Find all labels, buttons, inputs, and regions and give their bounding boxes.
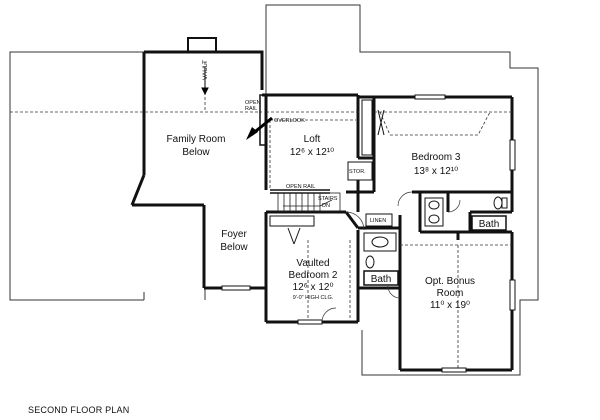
open-below-lines — [10, 62, 512, 370]
bedroom-3-label: Bedroom 3 — [412, 152, 461, 163]
foyer-label: Foyer — [221, 229, 247, 240]
bonus-room-dim: 11⁰ x 19⁰ — [430, 300, 470, 311]
stor-label: STOR. — [349, 169, 366, 175]
family-room-label: Family Room — [167, 134, 226, 145]
vault-arrow — [201, 68, 209, 96]
loft-label: Loft — [304, 134, 321, 145]
bath-1-label: Bath — [479, 219, 500, 230]
overlook-arrow — [246, 116, 273, 140]
family-room-below-label: Below — [182, 147, 210, 158]
open-rail-top-label-2: RAIL — [245, 106, 257, 112]
closet-fixtures — [269, 99, 508, 269]
overlook-label: OVERLOOK — [274, 118, 305, 124]
bath-2-label: Bath — [371, 274, 392, 285]
bedroom-2-ceiling-note: 9'-0" HIGH CLG. — [293, 295, 334, 301]
open-rail-bottom-label: OPEN RAIL — [286, 184, 315, 190]
bedroom-2-label: Bedroom 2 — [289, 270, 338, 281]
linen-label: LINEN — [370, 218, 386, 224]
bath-2-box — [363, 270, 399, 286]
plan-caption: SECOND FLOOR PLAN — [28, 405, 129, 415]
bonus-room-label: Opt. Bonus — [425, 276, 475, 287]
stairs-dn-label: DN — [322, 203, 330, 209]
loft-dim: 12⁶ x 12¹⁰ — [290, 147, 334, 158]
bonus-room-label-2: Room — [437, 288, 464, 299]
bedroom-3-dim: 13⁸ x 12¹⁰ — [414, 166, 458, 177]
stairs-label: STAIRS — [318, 196, 338, 202]
bath-1-box — [471, 215, 507, 231]
windows — [221, 94, 516, 373]
roof-outline — [9, 4, 539, 376]
open-rail-top-label-1: OPEN — [245, 100, 261, 106]
chimney — [187, 37, 217, 53]
bedroom-2-vaulted-label: Vaulted — [296, 258, 329, 269]
bedroom-2-dim: 12⁶ x 12⁰ — [293, 282, 334, 293]
foyer-below-label: Below — [220, 242, 248, 253]
door-swings — [321, 191, 461, 323]
stairs — [277, 192, 341, 212]
vault-note: VAULT — [202, 60, 209, 80]
